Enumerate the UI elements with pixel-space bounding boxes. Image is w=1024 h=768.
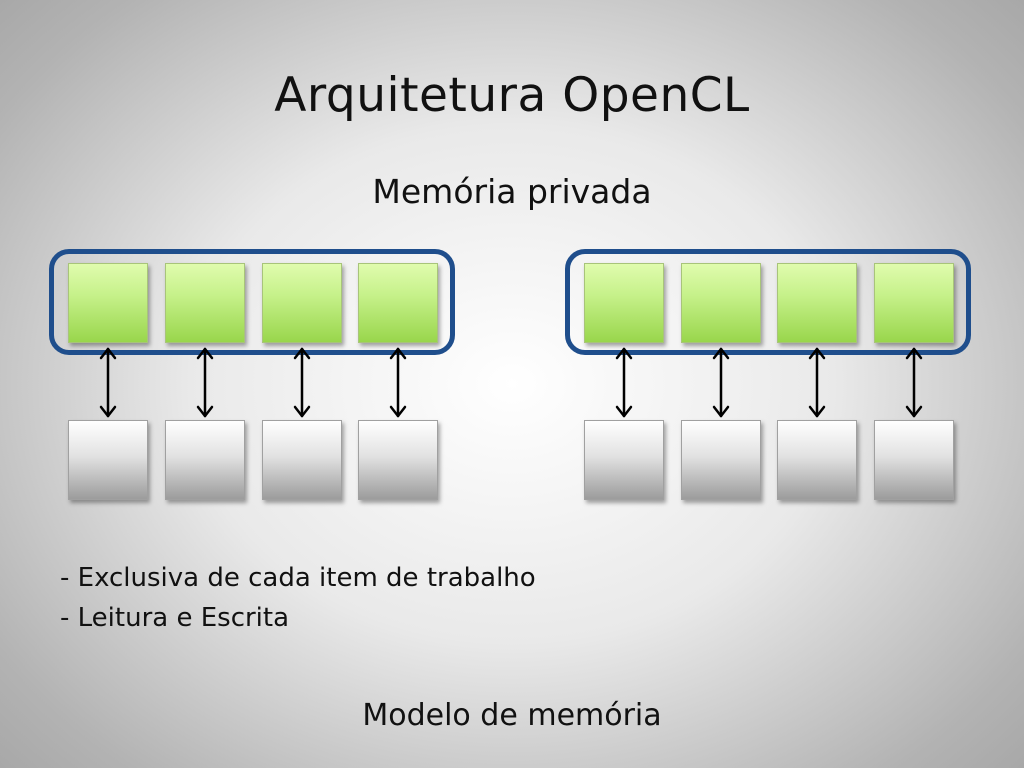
work-item: [262, 263, 342, 343]
bullet-list: - Exclusiva de cada item de trabalho - L…: [60, 560, 536, 640]
private-memory-block: [358, 420, 438, 500]
double-arrow-icon: [389, 347, 407, 418]
private-memory-block: [584, 420, 664, 500]
slide-title: Arquitetura OpenCL: [274, 68, 750, 123]
slide-footer: Modelo de memória: [362, 698, 662, 733]
private-memory-block: [262, 420, 342, 500]
private-memory-block: [777, 420, 857, 500]
work-item: [681, 263, 761, 343]
double-arrow-icon: [905, 347, 923, 418]
work-item: [68, 263, 148, 343]
bullet-item: - Exclusiva de cada item de trabalho: [60, 563, 536, 593]
work-item: [165, 263, 245, 343]
double-arrow-icon: [712, 347, 730, 418]
double-arrow-icon: [99, 347, 117, 418]
double-arrow-icon: [293, 347, 311, 418]
double-arrow-icon: [615, 347, 633, 418]
work-item: [584, 263, 664, 343]
work-item: [777, 263, 857, 343]
work-item: [358, 263, 438, 343]
private-memory-block: [68, 420, 148, 500]
slide-subtitle: Memória privada: [372, 172, 652, 211]
work-item: [874, 263, 954, 343]
private-memory-block: [681, 420, 761, 500]
private-memory-block: [874, 420, 954, 500]
double-arrow-icon: [808, 347, 826, 418]
private-memory-block: [165, 420, 245, 500]
double-arrow-icon: [196, 347, 214, 418]
bullet-item: - Leitura e Escrita: [60, 603, 290, 633]
